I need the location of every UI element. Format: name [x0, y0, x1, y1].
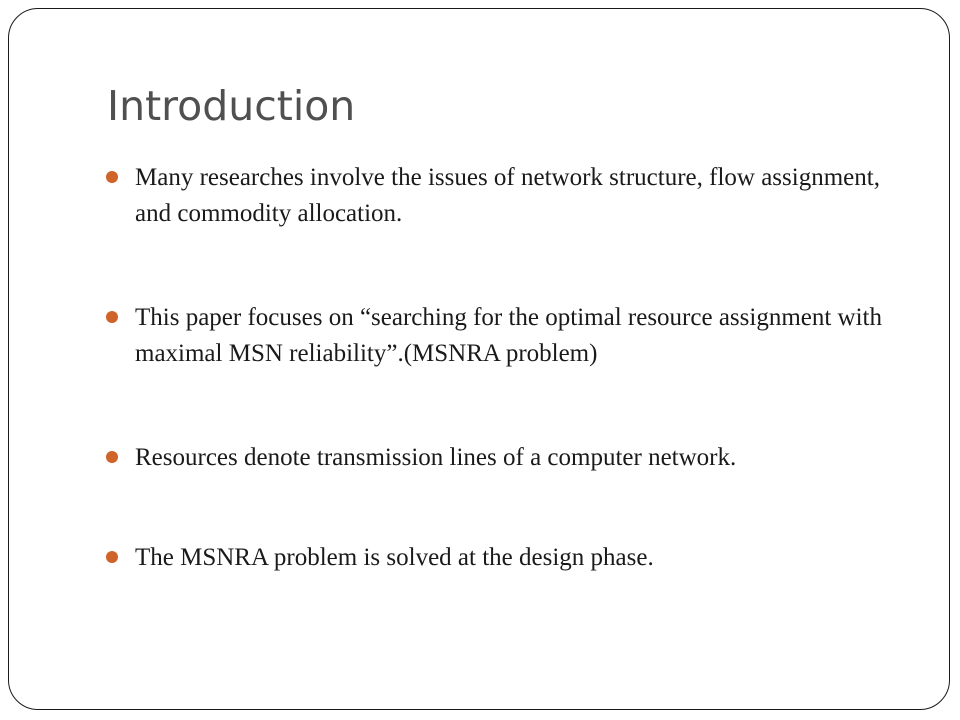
- bullet-item: Resources denote transmission lines of a…: [106, 440, 906, 476]
- bullet-item: The MSNRA problem is solved at the desig…: [106, 540, 906, 576]
- bullet-text: Resources denote transmission lines of a…: [135, 444, 737, 471]
- bullet-dot-icon: [106, 311, 118, 323]
- bullet-item: This paper focuses on “searching for the…: [106, 300, 906, 372]
- bullet-dot-icon: [106, 171, 118, 183]
- bullet-dot-icon: [106, 451, 118, 463]
- bullet-item: Many researches involve the issues of ne…: [106, 160, 906, 232]
- bullet-dot-icon: [106, 551, 118, 563]
- bullet-text: The MSNRA problem is solved at the desig…: [135, 544, 654, 571]
- slide-title: Introduction: [107, 82, 356, 130]
- bullet-text: Many researches involve the issues of ne…: [135, 164, 880, 227]
- bullet-text: This paper focuses on “searching for the…: [135, 304, 882, 367]
- slide-frame: [8, 8, 950, 710]
